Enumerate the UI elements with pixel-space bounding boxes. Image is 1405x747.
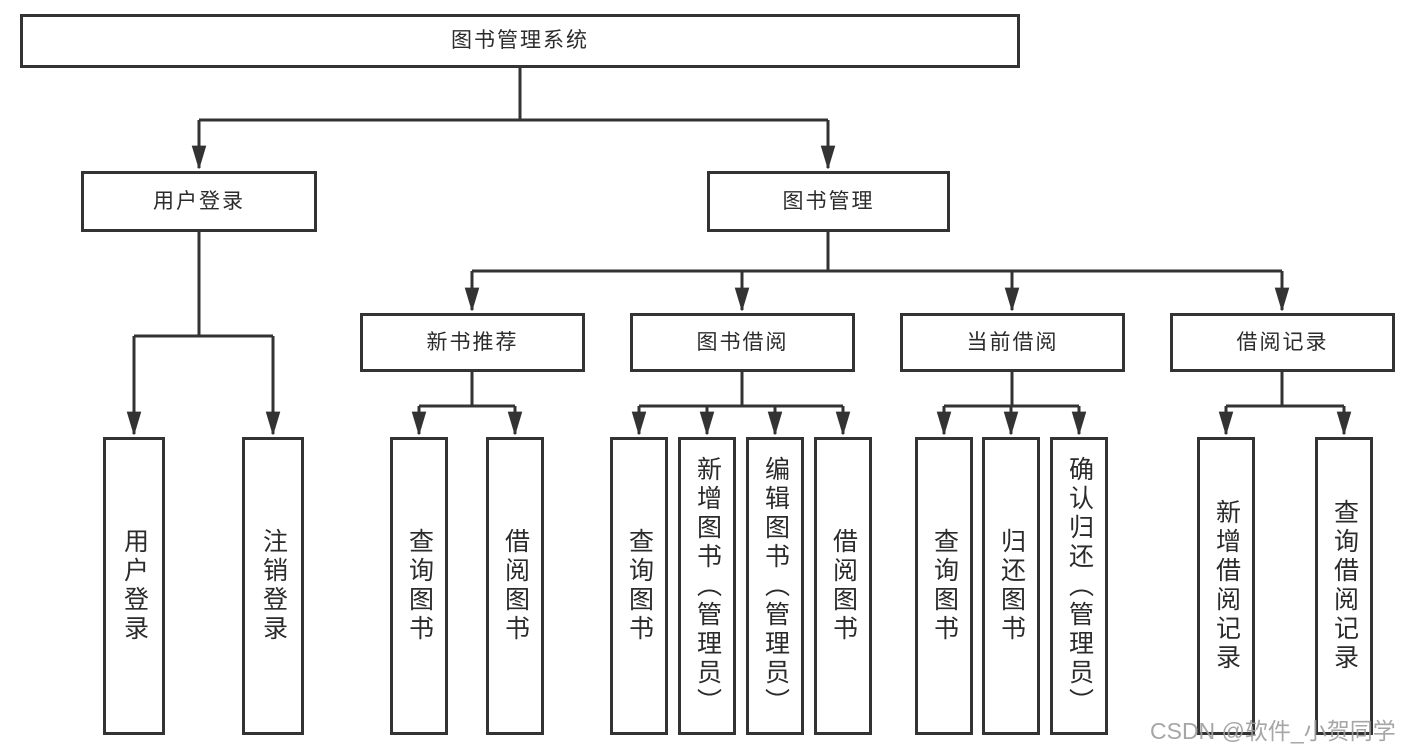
leaf-logout: 注销登录 xyxy=(242,437,304,735)
leaf-borrow-query-books: 查询图书 xyxy=(610,437,668,735)
node-book-borrow: 图书借阅 xyxy=(630,313,855,372)
leaf-query-borrow-record: 查询借阅记录 xyxy=(1315,437,1373,735)
leaf-add-borrow-record: 新增借阅记录 xyxy=(1197,437,1255,735)
leaf-recommend-borrow-books: 借阅图书 xyxy=(486,437,544,735)
node-new-book-recommend: 新书推荐 xyxy=(360,313,585,372)
leaf-user-login: 用户登录 xyxy=(103,437,165,735)
csdn-watermark: CSDN @软件_小贺同学 xyxy=(1150,718,1396,744)
node-book-management: 图书管理 xyxy=(707,171,950,232)
node-user-login: 用户登录 xyxy=(81,171,317,232)
leaf-recommend-query-books: 查询图书 xyxy=(390,437,448,735)
leaf-confirm-return-admin: 确认归还（管理员） xyxy=(1050,437,1108,735)
leaf-add-books-admin: 新增图书（管理员） xyxy=(678,437,736,735)
leaf-borrow-books: 借阅图书 xyxy=(814,437,872,735)
leaf-current-query-books: 查询图书 xyxy=(915,437,973,735)
leaf-edit-books-admin: 编辑图书（管理员） xyxy=(746,437,804,735)
node-borrow-record: 借阅记录 xyxy=(1170,313,1395,372)
node-current-borrow: 当前借阅 xyxy=(900,313,1125,372)
node-root-system: 图书管理系统 xyxy=(20,14,1020,68)
leaf-return-books: 归还图书 xyxy=(982,437,1040,735)
